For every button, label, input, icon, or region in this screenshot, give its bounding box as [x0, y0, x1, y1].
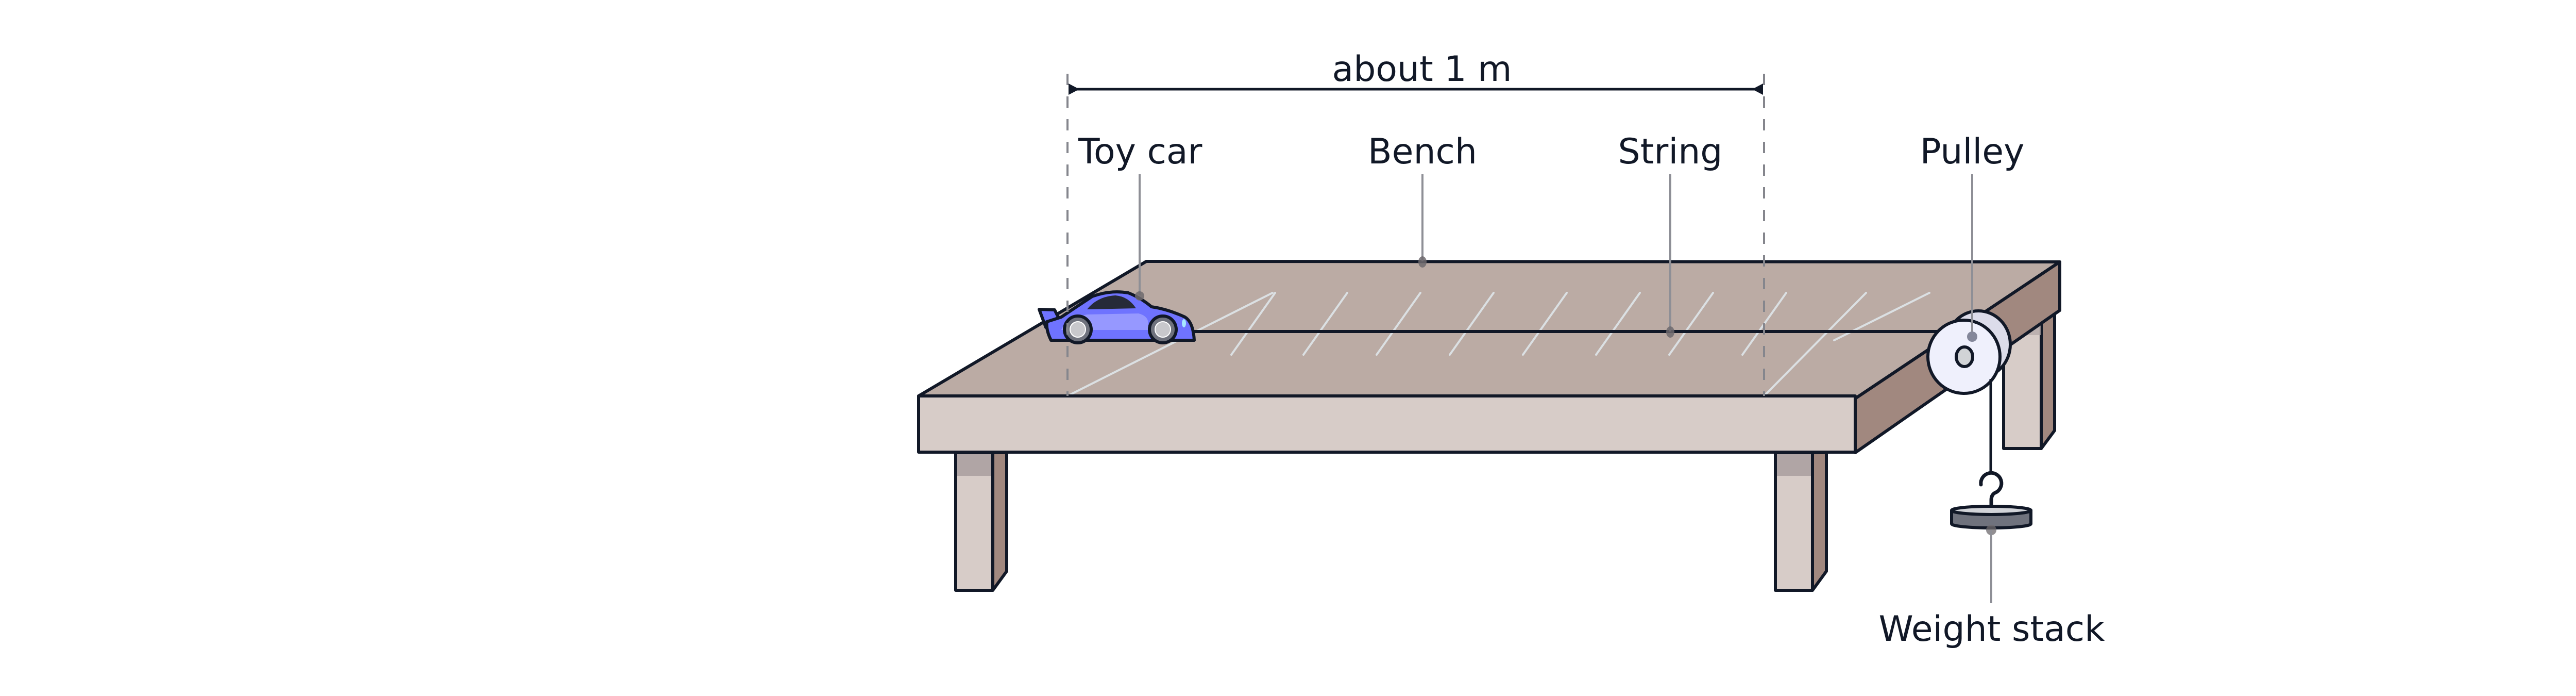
callout-toy-car: Toy car — [1078, 131, 1202, 301]
callout-pulley: Pulley — [1920, 131, 2025, 342]
label-string: String — [1618, 131, 1723, 172]
arrow-right-icon — [1752, 84, 1763, 95]
callout-weight-stack: Weight stack — [1878, 525, 2105, 650]
dimension-indicator — [1066, 74, 1765, 396]
pulley — [1926, 309, 2012, 395]
hook — [1979, 471, 2004, 511]
bench-leg-front-left — [954, 451, 1008, 592]
callout-bench: Bench — [1368, 131, 1477, 268]
dimension-label: about 1 m — [1332, 49, 1512, 90]
label-weight-stack: Weight stack — [1878, 609, 2105, 650]
car-window — [1087, 295, 1136, 309]
toy-car — [1038, 290, 1196, 344]
callout-string: String — [1618, 131, 1723, 338]
bench-front-apron — [917, 394, 1857, 454]
car-headlight — [1182, 319, 1186, 327]
arrow-left-icon — [1069, 84, 1079, 95]
label-bench: Bench — [1368, 131, 1477, 172]
weight-stack — [1950, 505, 2032, 529]
car-wheel-rear — [1063, 314, 1093, 344]
label-pulley: Pulley — [1920, 131, 2025, 172]
car-wheel-front — [1148, 314, 1178, 344]
bench-leg-front-right — [1774, 451, 1828, 592]
bench-surface-scratches — [1070, 292, 1930, 397]
label-toy-car: Toy car — [1078, 131, 1202, 172]
